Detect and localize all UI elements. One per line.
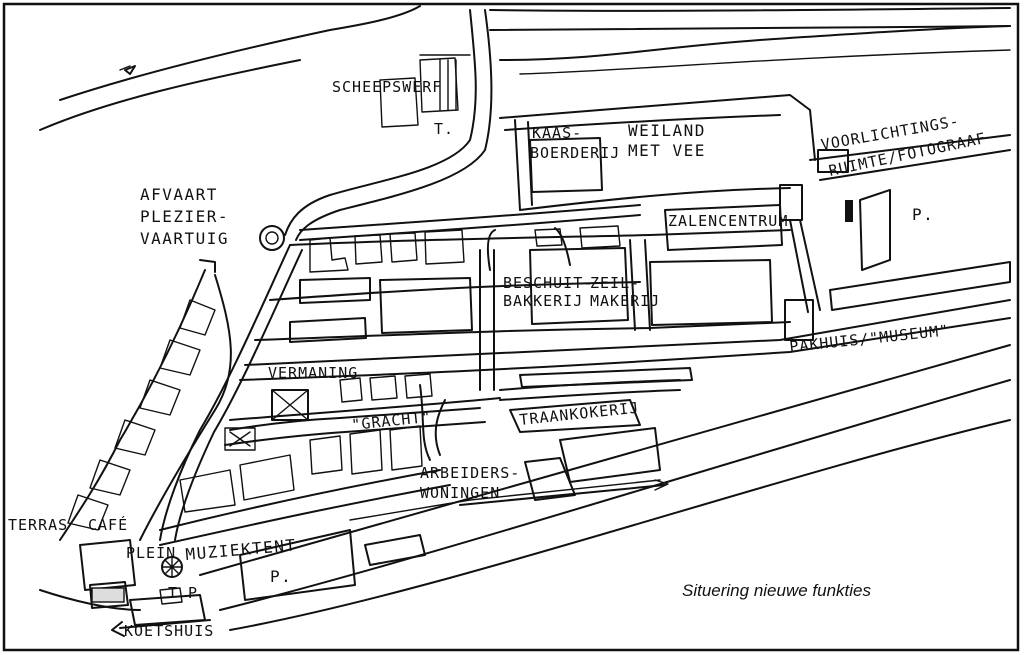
dike-lines-south [199,344,1011,631]
label-koetshuis: KOETSHUIS [124,622,214,640]
harbour-basin [259,225,285,251]
label-afvaart-2: PLEZIER- [140,207,229,226]
label-weiland-1: WEILAND [628,121,706,140]
label-cafe: CAFÉ [88,515,128,534]
label-zeil-1: ZEIL- [590,274,640,292]
label-t-mark-2: T [168,584,178,602]
marked-buildings [779,149,853,341]
label-weiland-2: MET VEE [628,141,706,160]
label-kaasboerderij-1: KAAS- [532,124,582,142]
label-scheepswerf: SCHEEPSWERF [332,78,442,96]
label-beschuit-2: BAKKERIJ [503,292,583,310]
map-caption: Situering nieuwe funkties [682,581,872,600]
label-plein: PLEIN [126,544,176,562]
label-afvaart-1: AFVAART [140,185,218,204]
label-beschuit-1: BESCHUIT- [503,274,593,292]
label-parking-east: P. [912,205,934,224]
label-terras: TERRAS [8,516,68,534]
annotation-arrows [419,227,571,461]
label-vermaning: VERMANING [268,364,358,382]
label-afvaart-3: VAARTUIG [140,229,229,248]
north-arrow-icon [124,65,136,75]
city-blocks [239,137,1011,601]
shipyard-slips [419,54,471,111]
label-t-mark-1: T. [434,120,454,138]
label-zeil-2: MAKERIJ [590,292,660,310]
building-footprints [179,57,621,513]
bandstand-icon [161,556,183,578]
label-kaasboerderij-2: BOERDERIJ [530,144,620,162]
label-zalencentrum: ZALENCENTRUM [668,212,788,230]
gracht-canal [224,407,486,451]
label-parking-small: P [188,584,198,602]
dike-lines-north [489,7,1011,75]
label-traankokerij: TRAANKOKERIJ [519,398,641,428]
koetshuis-arrow [111,619,211,637]
water-edge [39,5,421,131]
square-area [39,539,206,626]
western-quay [59,259,232,541]
label-parking-main: P. [270,567,292,586]
vermaning-building [271,389,309,421]
label-arbeiders-2: WONINGEN [420,484,500,502]
label-arbeiders-1: ARBEIDERS- [420,464,520,482]
